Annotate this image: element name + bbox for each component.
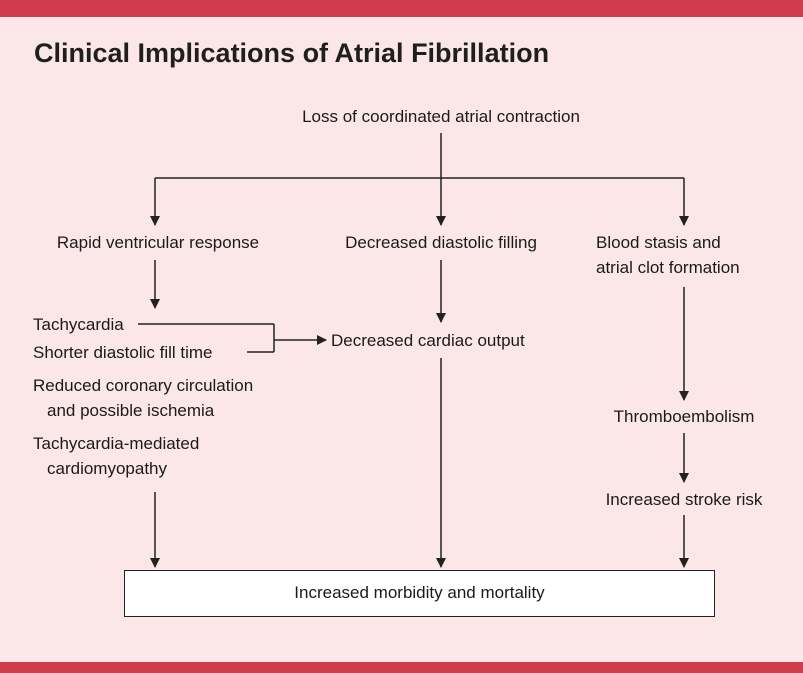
node-outcome: Increased morbidity and mortality [294, 583, 545, 602]
node-reduced-coronary-line2: and possible ischemia [47, 401, 215, 420]
node-thromboembolism: Thromboembolism [613, 407, 755, 426]
node-rapid-ventricular-response: Rapid ventricular response [56, 233, 260, 252]
top-accent-bar [0, 0, 803, 17]
outcome-box: Increased morbidity and mortality [124, 570, 715, 617]
node-increased-stroke-risk: Increased stroke risk [605, 490, 763, 509]
diagram-title: Clinical Implications of Atrial Fibrilla… [34, 38, 550, 68]
node-decreased-diastolic-filling: Decreased diastolic filling [345, 233, 537, 252]
node-reduced-coronary-line1: Reduced coronary circulation [33, 376, 254, 395]
node-blood-stasis-line1: Blood stasis and [596, 233, 721, 252]
node-blood-stasis-line2: atrial clot formation [596, 258, 740, 277]
node-shorter-diastolic-fill-time: Shorter diastolic fill time [33, 343, 213, 362]
bottom-accent-bar [0, 662, 803, 673]
node-decreased-cardiac-output: Decreased cardiac output [331, 331, 525, 350]
node-tcm-line1: Tachycardia-mediated [33, 434, 200, 453]
node-tcm-line2: cardiomyopathy [47, 459, 168, 478]
node-tachycardia: Tachycardia [33, 315, 124, 334]
node-root: Loss of coordinated atrial contraction [302, 107, 580, 126]
